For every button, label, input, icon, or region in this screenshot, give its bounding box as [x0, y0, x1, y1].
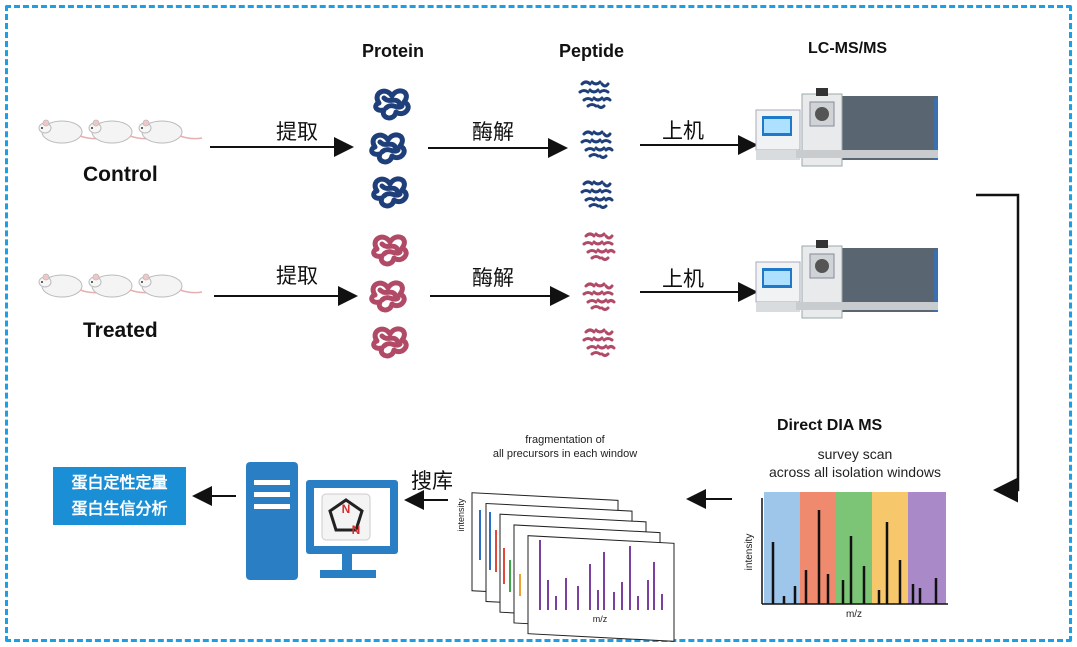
peptide-icon — [582, 328, 616, 357]
survey-line-2: across all isolation windows — [769, 464, 941, 480]
dashed-border — [5, 5, 1072, 642]
peptide-icon — [578, 80, 612, 109]
lcms-instrument-icon — [755, 239, 939, 319]
svg-text:N: N — [342, 502, 351, 516]
digest-step-control: 酶解 — [472, 120, 514, 144]
isolation-window-3 — [836, 492, 872, 604]
svg-text:N: N — [352, 523, 361, 537]
imidazole-logo-icon — [328, 498, 364, 532]
load-step-control: 上机 — [662, 119, 704, 143]
extract-step-treated: 提取 — [276, 264, 318, 288]
isolation-window-4 — [872, 492, 908, 604]
treated-label: Treated — [83, 319, 158, 342]
computer-icon: N N — [246, 462, 398, 580]
protein-icon — [376, 91, 408, 118]
protein-icon — [374, 237, 406, 264]
protein-header: Protein — [362, 41, 425, 61]
control-label: Control — [83, 163, 158, 186]
peptide-icon — [582, 232, 616, 261]
fragmentation-xlabel: m/z — [593, 614, 608, 624]
lcms-header: LC-MS/MS — [808, 40, 888, 57]
protein-icon — [372, 283, 404, 310]
search-step: 搜库 — [411, 469, 453, 493]
fragmentation-stack — [471, 492, 675, 642]
protein-icon — [374, 329, 406, 356]
survey-ylabel: intensity — [744, 534, 755, 571]
fragmentation-ylabel: intensity — [456, 498, 466, 532]
protein-icon — [374, 179, 406, 206]
output-line-2: 蛋白生信分析 — [71, 499, 168, 518]
survey-peaks — [771, 510, 938, 604]
peptide-header: Peptide — [559, 41, 625, 61]
output-box: 蛋白定性定量 蛋白生信分析 — [53, 467, 186, 525]
digest-step-treated: 酶解 — [472, 266, 514, 290]
peptide-icon — [580, 130, 614, 159]
mouse-icon — [138, 119, 203, 144]
survey-xlabel: m/z — [846, 609, 862, 620]
isolation-window-5 — [908, 492, 946, 604]
dia-title: Direct DIA MS — [777, 417, 883, 434]
mouse-icon — [138, 273, 203, 298]
load-step-treated: 上机 — [662, 267, 704, 291]
isolation-window-1 — [764, 492, 800, 604]
fragmentation-line-1: fragmentation of — [525, 434, 605, 446]
peptide-icon — [580, 180, 614, 209]
output-line-1: 蛋白定性定量 — [71, 473, 168, 492]
fragment-peaks — [539, 540, 663, 610]
lcms-instrument-icon — [755, 87, 939, 167]
protein-icon — [372, 135, 404, 162]
survey-line-1: survey scan — [817, 446, 893, 462]
peptide-icon — [582, 282, 616, 311]
connector-arrow — [976, 193, 1020, 503]
survey-scan-chart — [761, 492, 948, 605]
extract-step-control: 提取 — [276, 120, 318, 144]
fragmentation-line-2: all precursors in each window — [492, 448, 638, 460]
